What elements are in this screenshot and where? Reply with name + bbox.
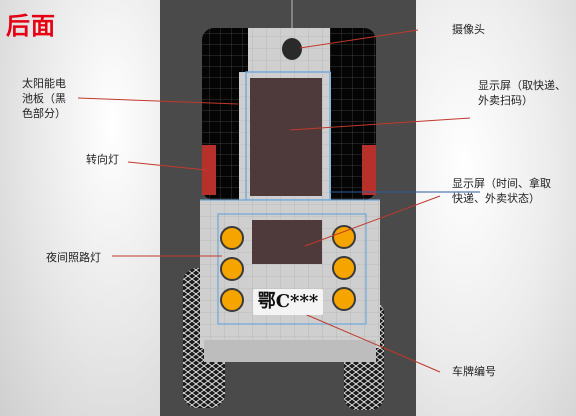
label-night-light: 夜间照路灯: [46, 251, 101, 264]
leader-camera: [299, 29, 419, 49]
license-plate: 鄂C***: [253, 289, 323, 315]
bumper: [204, 340, 376, 362]
leader-solar: [77, 97, 239, 105]
middle-display-screen: [252, 220, 322, 264]
page-title: 后面: [6, 12, 56, 40]
label-solar-panel: 太阳能电 池板（黑 色部分）: [22, 77, 66, 120]
label-camera: 摄像头: [452, 23, 485, 36]
label-turn-signal: 转向灯: [86, 153, 119, 166]
camera: [282, 38, 302, 60]
label-screen-top: 显示屏（取快递、 外卖扫码）: [478, 79, 566, 107]
night-lamps-right: [332, 225, 356, 311]
label-screen-mid: 显示屏（时间、拿取 快递、外卖状态）: [452, 177, 551, 205]
night-lamps-left: [220, 226, 244, 312]
leader-turn: [127, 161, 207, 171]
label-license-plate: 车牌编号: [452, 365, 496, 378]
turn-signal-left: [202, 145, 216, 195]
leader-screen-mid: [304, 195, 441, 247]
leader-plate: [299, 311, 441, 373]
leader-screen-top: [289, 117, 471, 131]
turn-signal-right: [362, 145, 376, 195]
background-right: [416, 0, 576, 416]
background-left: [0, 0, 160, 416]
top-display-screen: [250, 78, 322, 196]
lower-wire-frame: [217, 213, 367, 325]
leader-lines: [77, 29, 471, 373]
